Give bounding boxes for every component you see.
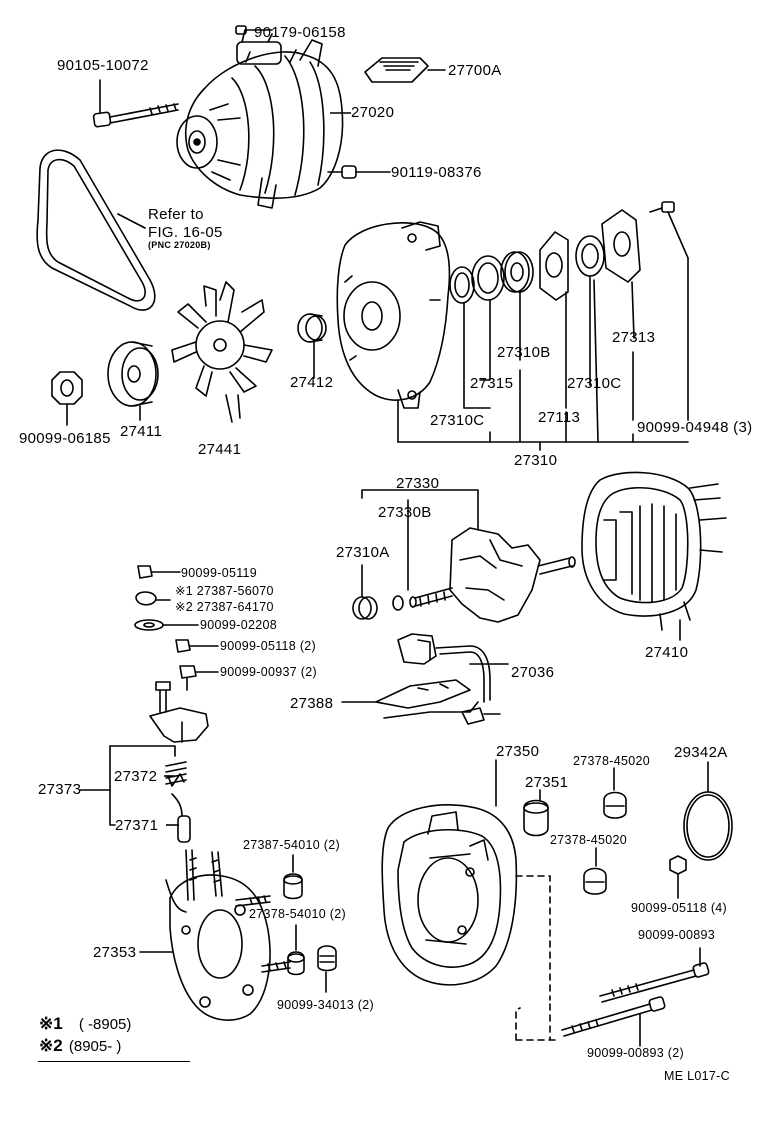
o-ring-29342A-drawing xyxy=(684,762,732,860)
label-refer-to: Refer to xyxy=(148,206,204,223)
label-90099-02208: 90099-02208 xyxy=(200,618,277,632)
label-refer-pnc: (PNC 27020B) xyxy=(148,240,211,250)
note-2: ※2 (8905- ) xyxy=(39,1037,121,1054)
label-27330: 27330 xyxy=(396,475,440,492)
label-90099-04948: 90099-04948 (3) xyxy=(637,419,753,436)
nut-90099-05118-drawing xyxy=(670,856,686,898)
label-27387-54010: 27387-54010 (2) xyxy=(243,838,340,852)
label-90099-00893-top: 90099-00893 xyxy=(638,928,715,942)
label-27113: 27113 xyxy=(538,409,581,426)
label-27441: 27441 xyxy=(198,441,242,458)
label-27310C-left: 27310C xyxy=(430,412,485,429)
label-29342A: 29342A xyxy=(674,744,728,761)
rotor-27330-drawing xyxy=(362,490,575,622)
label-27313: 27313 xyxy=(612,329,656,346)
label-90105-10072: 90105-10072 xyxy=(57,57,149,74)
label-90099-34013: 90099-34013 (2) xyxy=(277,998,374,1012)
label-27411: 27411 xyxy=(120,423,163,440)
label-27020: 27020 xyxy=(351,104,395,121)
label-27378-54010: 27378-54010 (2) xyxy=(249,907,346,921)
pulley-27411-drawing xyxy=(108,342,158,420)
drive-end-frame-27310-drawing xyxy=(337,222,449,408)
label-27350: 27350 xyxy=(496,743,540,760)
label-27378-45020-top: 27378-45020 xyxy=(573,754,650,768)
v-belt-drawing xyxy=(37,150,155,310)
note-underline xyxy=(38,1061,190,1062)
insulator-27351-drawing xyxy=(524,790,548,836)
small-hardware-drawings xyxy=(135,566,218,690)
label-27310C-right: 27310C xyxy=(567,375,622,392)
label-90119-08376: 90119-08376 xyxy=(391,164,482,181)
label-27330B: 27330B xyxy=(378,504,432,521)
label-refer-fig: FIG. 16-05 xyxy=(148,224,223,241)
screw-90099-04948-drawing xyxy=(650,202,688,258)
figure-code: ME L017-C xyxy=(664,1069,730,1083)
label-27387-56070: ※1 27387-56070 xyxy=(175,584,274,598)
label-90099-05119: 90099-05119 xyxy=(181,566,258,580)
note-1-mark: ※1 xyxy=(39,1014,63,1033)
leader-27020 xyxy=(330,108,352,118)
leader-27372 xyxy=(164,772,176,780)
label-27371: 27371 xyxy=(115,817,159,834)
label-27373: 27373 xyxy=(38,781,82,798)
note-2-mark: ※2 xyxy=(39,1036,63,1055)
label-27310A: 27310A xyxy=(336,544,390,561)
note-1-text: ( -8905) xyxy=(78,1016,132,1033)
label-90099-06185: 90099-06185 xyxy=(19,430,111,447)
label-27410: 27410 xyxy=(645,644,689,661)
bolt-90105-10072-drawing xyxy=(93,80,178,127)
rectifier-27353-drawing xyxy=(140,850,290,1020)
long-bolts-90099-00893-drawing xyxy=(562,948,709,1046)
label-27388: 27388 xyxy=(290,695,334,712)
rectifier-end-frame-27350-drawing xyxy=(382,760,516,985)
label-27036: 27036 xyxy=(511,664,555,681)
bearing-stack-drawing xyxy=(450,210,640,303)
refer-leader-line xyxy=(118,214,145,228)
bolt-90179-06158-drawing xyxy=(236,26,272,34)
bearing-27310A-drawing xyxy=(353,597,377,619)
brush-holder-27036-drawing xyxy=(398,634,508,702)
label-90099-05118-top: 90099-05118 (2) xyxy=(220,639,317,653)
rectifier-hardware-drawings xyxy=(284,855,336,992)
label-27315: 27315 xyxy=(470,375,514,392)
bushing-27378-45020-drawings xyxy=(584,768,626,894)
label-27353: 27353 xyxy=(93,944,137,961)
label-90099-00893-bottom: 90099-00893 (2) xyxy=(587,1046,684,1060)
label-90179-06158: 90179-06158 xyxy=(254,24,346,41)
note-1: ※1 ( -8905) xyxy=(39,1015,131,1032)
cover-27330B-drawing xyxy=(393,596,403,610)
note-2-text: (8905- ) xyxy=(68,1038,122,1055)
label-27387-64170: ※2 27387-64170 xyxy=(175,600,274,614)
label-90099-05118-bottom: 90099-05118 (4) xyxy=(631,901,728,915)
fan-27441-drawing xyxy=(172,282,272,422)
screw-90119-08376-drawing xyxy=(328,166,390,178)
label-27310B: 27310B xyxy=(497,344,551,361)
bolt-path-dashed-line xyxy=(516,876,560,1040)
alternator-assembly-drawing xyxy=(177,30,343,208)
label-27378-45020-bottom: 27378-45020 xyxy=(550,833,627,847)
label-27372: 27372 xyxy=(114,768,158,785)
label-27310: 27310 xyxy=(514,452,558,469)
insulator-27388-drawing xyxy=(342,680,500,724)
bearing-stack-leaders xyxy=(398,258,688,450)
label-27351: 27351 xyxy=(525,774,569,791)
nut-90099-06185-drawing xyxy=(52,372,82,425)
label-27700A: 27700A xyxy=(448,62,502,79)
regulator-27700A-drawing xyxy=(365,58,445,82)
label-27412: 27412 xyxy=(290,374,334,391)
regulator-27373-drawing xyxy=(80,682,208,842)
stator-27410-drawing xyxy=(582,472,726,630)
label-90099-00937: 90099-00937 (2) xyxy=(220,665,317,679)
collar-27412-drawing xyxy=(298,314,326,378)
leader-27371 xyxy=(166,821,180,829)
